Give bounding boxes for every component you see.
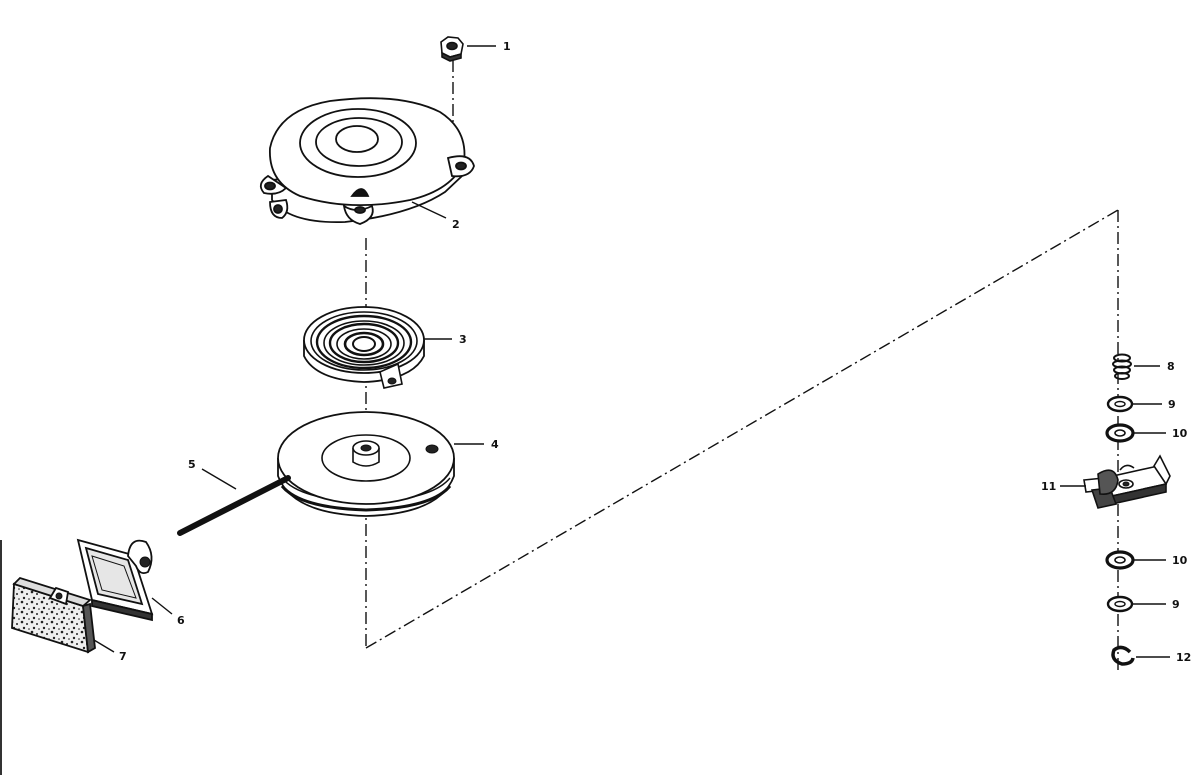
rope-pulley — [277, 411, 455, 517]
washer — [1105, 550, 1135, 570]
rope-handle — [76, 538, 154, 622]
center-lines — [365, 60, 1119, 672]
callout-9: 9 — [1168, 398, 1176, 411]
callout-10-lower: 10 — [1172, 554, 1188, 567]
callout-5: 5 — [188, 458, 196, 471]
washer — [1106, 595, 1134, 613]
callout-4: 4 — [491, 438, 499, 451]
callout-9-lower: 9 — [1172, 598, 1180, 611]
starter-housing — [259, 97, 475, 225]
pawl-spring — [1112, 353, 1132, 380]
pawl-assembly — [1083, 454, 1171, 509]
leader-lines — [93, 45, 1170, 658]
callout-6: 6 — [177, 614, 185, 627]
callout-10: 10 — [1172, 427, 1188, 440]
retaining-ring — [1111, 645, 1135, 666]
washer — [1106, 395, 1134, 413]
handle-insert — [11, 576, 96, 654]
callout-1: 1 — [503, 40, 511, 53]
callout-7: 7 — [119, 650, 127, 663]
washer — [1105, 423, 1135, 443]
callout-2: 2 — [452, 218, 460, 231]
recoil-spring — [303, 306, 425, 389]
starter-rope — [177, 475, 291, 536]
callout-8: 8 — [1167, 360, 1175, 373]
callout-labels: 1 2 3 4 5 6 7 8 9 10 11 10 9 12 — [119, 40, 1191, 664]
callout-11: 11 — [1041, 480, 1056, 493]
hex-nut — [440, 36, 464, 62]
callout-12: 12 — [1176, 651, 1191, 664]
callout-3: 3 — [459, 333, 467, 346]
